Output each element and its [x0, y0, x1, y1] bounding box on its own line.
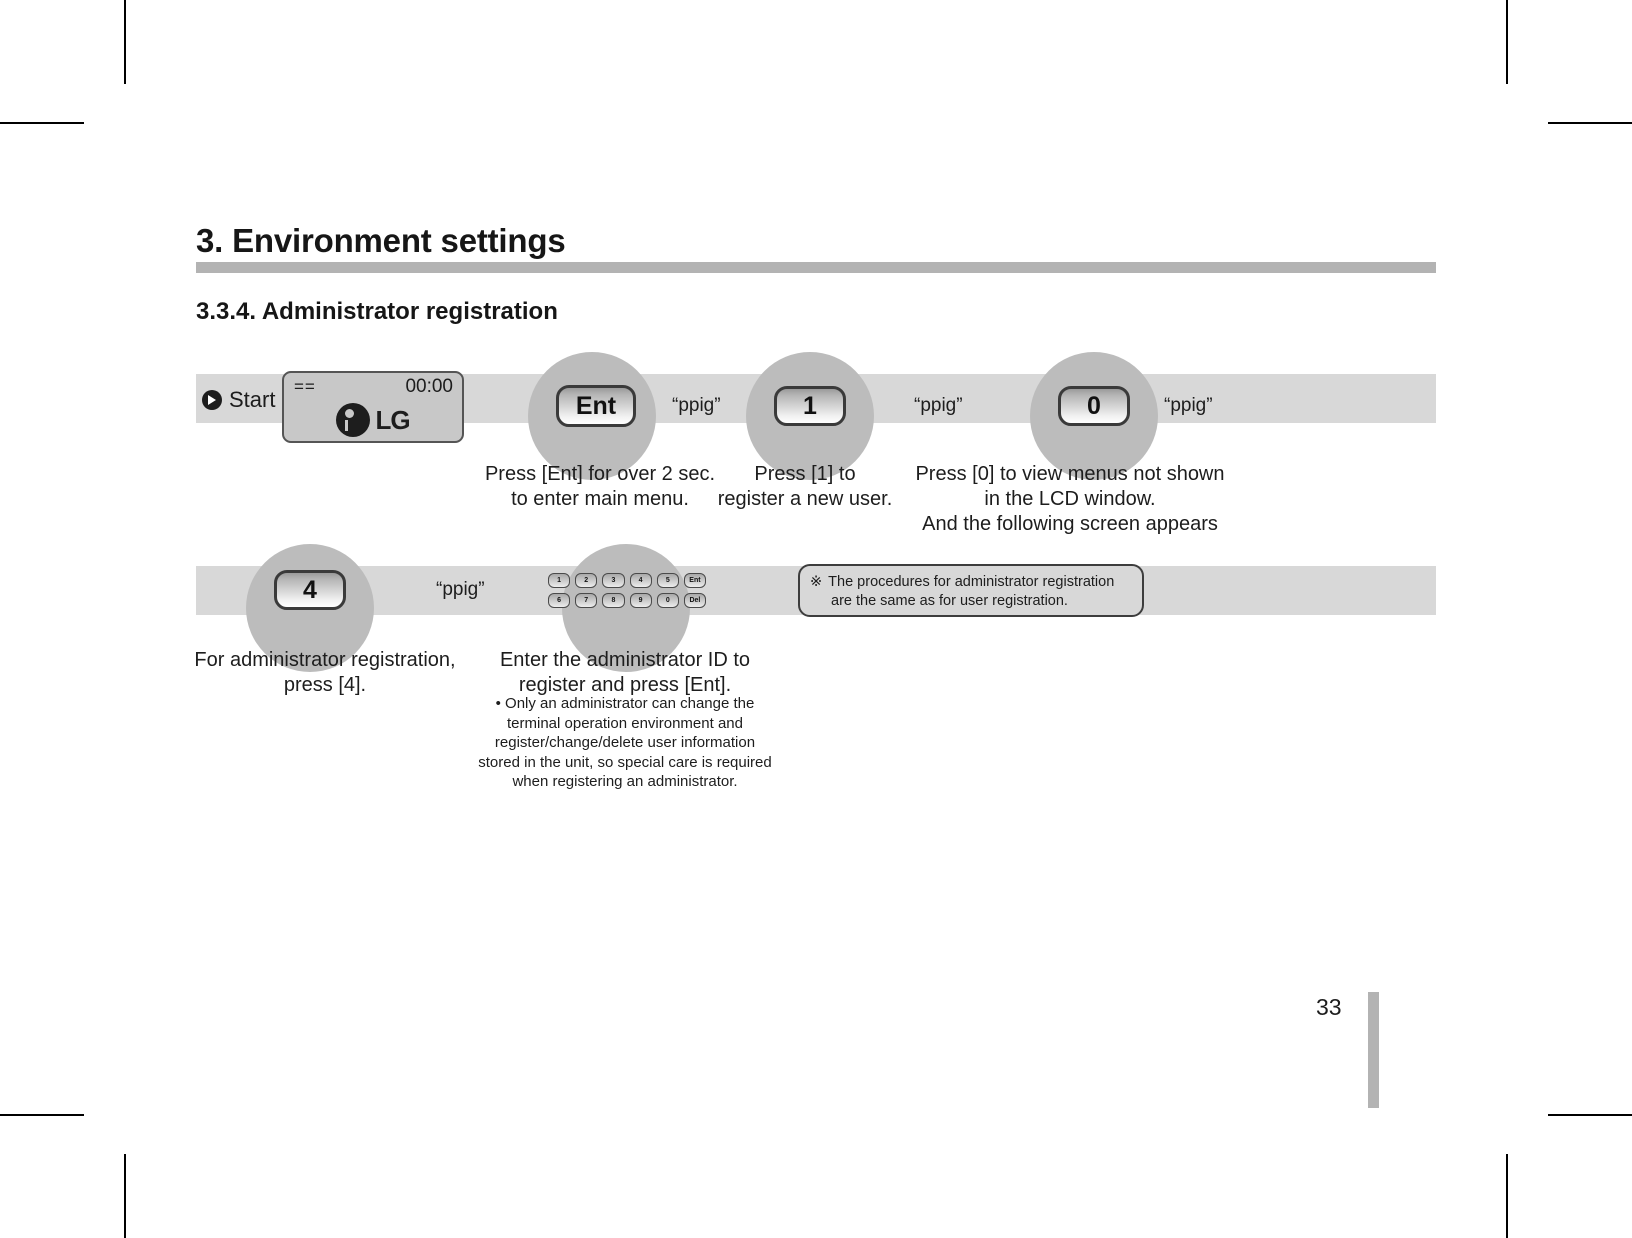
keypad-key-ent[interactable]: Ent — [683, 573, 707, 588]
key-ent[interactable]: Ent — [556, 385, 636, 427]
bullet-note-line: • Only an administrator can change the — [495, 695, 755, 712]
bullet-note-line: register/change/delete user information — [494, 734, 756, 751]
caption-step-four: For administrator registration, press [4… — [175, 648, 475, 698]
keypad-row-bottom: 6 7 8 9 0 Del — [548, 593, 707, 608]
keypad-key-2[interactable]: 2 — [575, 573, 598, 588]
lg-logo-text: LG — [375, 404, 410, 435]
section-title: 3.3.4. Administrator registration — [196, 298, 558, 325]
crop-mark-top-right-vertical — [1506, 0, 1508, 84]
step-circle-keypad — [562, 544, 690, 672]
lg-logo-icon — [336, 403, 371, 437]
reference-mark-icon: ※ — [810, 574, 823, 590]
key-1[interactable]: 1 — [774, 386, 846, 426]
keypad-key-9[interactable]: 9 — [629, 593, 652, 608]
crop-mark-bottom-left-horizontal — [0, 1114, 84, 1116]
caption-line: in the LCD window. — [984, 488, 1156, 510]
chapter-title: 3. Environment settings — [196, 222, 566, 259]
sound-label-2: “ppig” — [914, 395, 963, 416]
keypad-key-5[interactable]: 5 — [656, 573, 679, 588]
sound-label-1: “ppig” — [672, 395, 721, 416]
page-number: 33 — [1316, 994, 1342, 1020]
caption-step-zero: Press [0] to view menus not shown in the… — [905, 462, 1235, 537]
keypad-key-del[interactable]: Del — [683, 593, 707, 608]
crop-mark-top-right-horizontal — [1548, 122, 1632, 124]
crop-mark-top-left-horizontal — [0, 122, 84, 124]
caption-step-one: Press [1] to register a new user. — [705, 462, 905, 512]
numeric-keypad[interactable]: 1 2 3 4 5 Ent 6 7 8 9 0 Del — [548, 573, 707, 609]
bullet-note-line: terminal operation environment and — [507, 714, 743, 732]
sound-label-3: “ppig” — [1164, 395, 1213, 416]
start-marker: Start — [202, 387, 275, 413]
key-0[interactable]: 0 — [1058, 386, 1130, 426]
caption-line: register a new user. — [717, 488, 893, 510]
bullet-note-line: stored in the unit, so special care is r… — [478, 753, 772, 771]
crop-mark-bottom-right-vertical — [1506, 1154, 1508, 1238]
keypad-key-3[interactable]: 3 — [602, 573, 625, 588]
lcd-logo: LG — [284, 403, 462, 437]
crop-mark-bottom-right-horizontal — [1548, 1114, 1632, 1116]
caption-line: register and press [Ent]. — [518, 674, 732, 696]
note-box: ※ The procedures for administrator regis… — [798, 564, 1144, 617]
crop-mark-top-left-vertical — [124, 0, 126, 84]
bullet-note: • Only an administrator can change the t… — [455, 694, 795, 792]
play-arrow-icon — [202, 390, 222, 410]
keypad-row-top: 1 2 3 4 5 Ent — [548, 573, 707, 588]
note-line-second: are the same as for user registration. — [831, 593, 1068, 609]
caption-line: Press [Ent] for over 2 sec. — [484, 463, 716, 485]
caption-line: And the following screen appears — [922, 513, 1218, 535]
keypad-key-1[interactable]: 1 — [548, 573, 571, 588]
lcd-window: == 00:00 LG — [282, 371, 464, 443]
chapter-title-rule — [196, 262, 1436, 273]
caption-line: to enter main menu. — [511, 488, 689, 510]
bullet-note-line: when registering an administrator. — [512, 773, 738, 790]
lcd-time: 00:00 — [405, 376, 453, 397]
lcd-left-indicator: == — [294, 377, 316, 396]
caption-line: Press [0] to view menus not shown — [915, 463, 1225, 485]
note-line-first: ※ The procedures for administrator regis… — [810, 573, 1132, 592]
keypad-key-0[interactable]: 0 — [656, 593, 679, 608]
crop-mark-bottom-left-vertical — [124, 1154, 126, 1238]
key-4[interactable]: 4 — [274, 570, 346, 610]
note-text: The procedures for administrator registr… — [828, 574, 1115, 590]
caption-line: For administrator registration, — [194, 649, 456, 671]
caption-line: press [4]. — [283, 674, 367, 696]
start-label: Start — [229, 387, 276, 412]
caption-step-ent: Press [Ent] for over 2 sec. to enter mai… — [455, 462, 745, 512]
caption-line: Press [1] to — [754, 463, 856, 485]
keypad-key-7[interactable]: 7 — [575, 593, 598, 608]
sound-label-4: “ppig” — [436, 579, 485, 600]
caption-step-enter-id: Enter the administrator ID to register a… — [470, 648, 780, 698]
caption-line: Enter the administrator ID to — [499, 649, 751, 671]
keypad-key-6[interactable]: 6 — [548, 593, 571, 608]
keypad-key-4[interactable]: 4 — [629, 573, 652, 588]
page-edge-tab — [1368, 992, 1379, 1108]
keypad-key-8[interactable]: 8 — [602, 593, 625, 608]
